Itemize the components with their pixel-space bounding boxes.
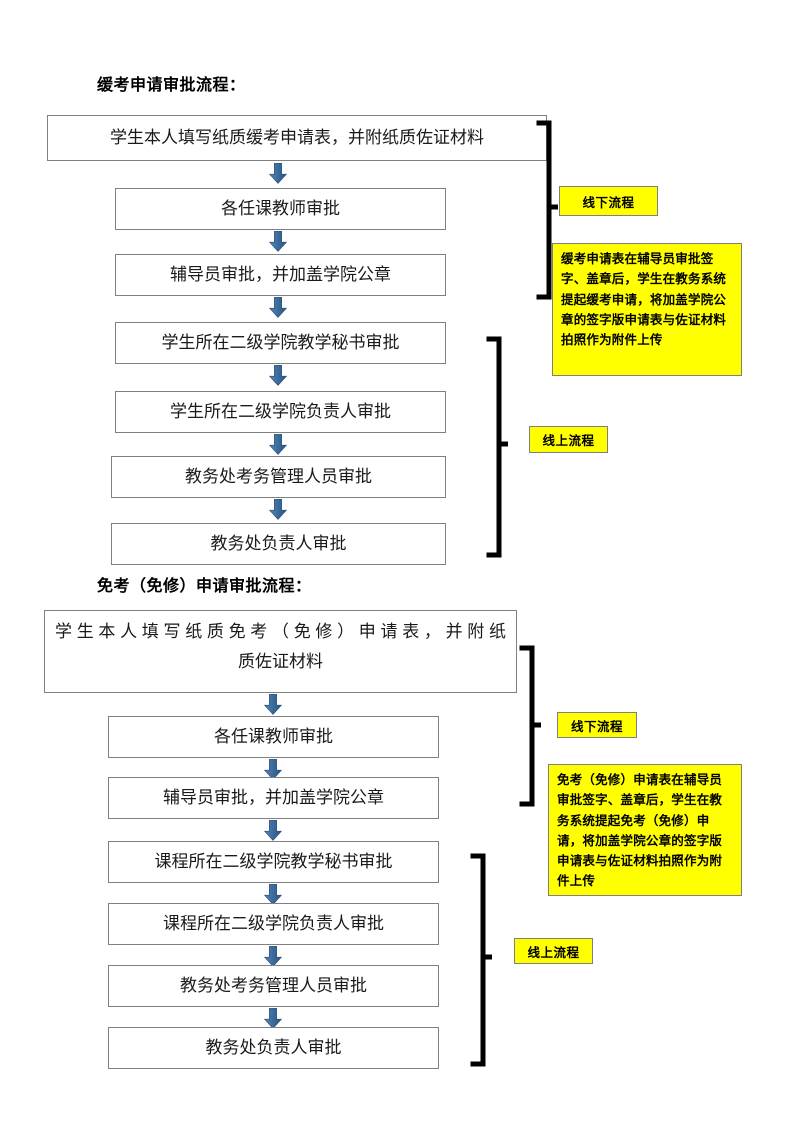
process-node-exemption-7: 教务处负责人审批 bbox=[108, 1027, 439, 1069]
process-node-exemption-2: 各任课教师审批 bbox=[108, 716, 439, 758]
process-node-deferred-6: 教务处考务管理人员审批 bbox=[111, 456, 446, 498]
down-block-arrow-icon bbox=[264, 694, 282, 715]
process-node-deferred-5: 学生所在二级学院负责人审批 bbox=[115, 391, 446, 433]
process-node-deferred-2: 各任课教师审批 bbox=[115, 188, 446, 230]
right-square-bracket-icon bbox=[470, 853, 492, 1067]
down-block-arrow-icon bbox=[269, 163, 287, 184]
process-node-deferred-3: 辅导员审批，并加盖学院公章 bbox=[115, 254, 446, 296]
right-square-bracket-icon bbox=[536, 120, 558, 300]
down-block-arrow-icon bbox=[269, 297, 287, 318]
down-block-arrow-icon bbox=[264, 946, 282, 967]
right-square-bracket-icon bbox=[486, 336, 508, 558]
process-node-exemption-1-line2: 质佐证材料 bbox=[238, 651, 323, 672]
section-heading-exam-exemption: 免考（免修）申请审批流程： bbox=[97, 576, 312, 595]
down-block-arrow-icon bbox=[264, 884, 282, 905]
process-node-exemption-1-line1: 学生本人填写纸质免考（免修）申请表，并附纸 bbox=[55, 622, 506, 642]
annotation-note-exemption: 免考（免修）申请表在辅导员审批签字、盖章后，学生在教务系统提起免考（免修）申请，… bbox=[548, 764, 742, 896]
process-node-exemption-6: 教务处考务管理人员审批 bbox=[108, 965, 439, 1007]
section-heading-deferred-exam: 缓考申请审批流程： bbox=[97, 75, 246, 94]
right-square-bracket-icon bbox=[519, 645, 541, 807]
down-block-arrow-icon bbox=[264, 1008, 282, 1029]
process-node-exemption-5: 课程所在二级学院负责人审批 bbox=[108, 903, 439, 945]
down-block-arrow-icon bbox=[269, 499, 287, 520]
process-node-deferred-7: 教务处负责人审批 bbox=[111, 523, 446, 565]
process-node-exemption-4: 课程所在二级学院教学秘书审批 bbox=[108, 841, 439, 883]
process-node-exemption-1: 学生本人填写纸质免考（免修）申请表，并附纸 质佐证材料 bbox=[44, 610, 517, 693]
annotation-note-deferred: 缓考申请表在辅导员审批签字、盖章后，学生在教务系统提起缓考申请，将加盖学院公章的… bbox=[552, 243, 742, 376]
down-block-arrow-icon bbox=[269, 434, 287, 455]
down-block-arrow-icon bbox=[269, 365, 287, 386]
process-node-deferred-4: 学生所在二级学院教学秘书审批 bbox=[115, 322, 446, 364]
down-block-arrow-icon bbox=[264, 820, 282, 841]
process-node-deferred-1: 学生本人填写纸质缓考申请表，并附纸质佐证材料 bbox=[47, 115, 547, 161]
down-block-arrow-icon bbox=[264, 759, 282, 780]
process-node-exemption-3: 辅导员审批，并加盖学院公章 bbox=[108, 777, 439, 819]
tag-online-process-exemption: 线上流程 bbox=[514, 938, 593, 964]
tag-online-process-deferred: 线上流程 bbox=[529, 426, 608, 453]
tag-offline-process-deferred: 线下流程 bbox=[559, 186, 658, 216]
tag-offline-process-exemption: 线下流程 bbox=[557, 712, 637, 738]
down-block-arrow-icon bbox=[269, 231, 287, 252]
